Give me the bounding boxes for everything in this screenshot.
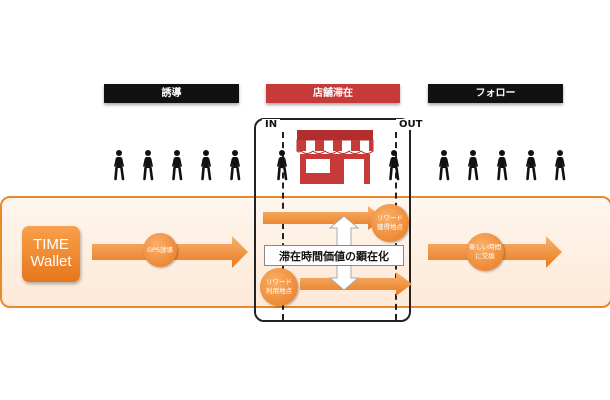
person-icon: [229, 148, 241, 181]
gps-circle: GPS誘導: [143, 233, 177, 267]
exchange-circle: 楽しい時間 に交換: [466, 233, 504, 271]
person-icon: [554, 148, 566, 181]
person-icon: [388, 148, 400, 181]
out-label: OUT: [396, 119, 426, 130]
person-icon: [525, 148, 537, 181]
logo-line1: TIME: [33, 236, 69, 253]
logo-line2: Wallet: [30, 253, 72, 270]
value-box: 滞在時間価値の顕在化: [264, 245, 404, 266]
person-icon: [142, 148, 154, 181]
lower-arrow: [300, 272, 412, 296]
stage-guide-label: 誘導: [104, 84, 239, 103]
reward-use-circle: リワード 利用地点: [260, 268, 298, 306]
store-frame: [254, 118, 411, 322]
person-icon: [496, 148, 508, 181]
in-dashed-line: [282, 132, 284, 320]
stage-stay-label: 店舗滞在: [266, 84, 400, 103]
exchange-label: 楽しい時間 に交換: [468, 243, 502, 260]
reward-earn-circle: リワード 獲得地点: [371, 204, 409, 242]
time-wallet-logo: TIME Wallet: [22, 226, 80, 282]
in-label: IN: [262, 119, 281, 130]
person-icon: [200, 148, 212, 181]
upper-arrow: [263, 206, 384, 230]
stage-follow-label: フォロー: [428, 84, 563, 103]
person-icon: [113, 148, 125, 181]
reward-use-label: リワード 利用地点: [266, 278, 292, 295]
person-icon: [467, 148, 479, 181]
person-icon: [171, 148, 183, 181]
gps-label: GPS誘導: [146, 245, 174, 254]
person-icon: [276, 148, 288, 181]
person-icon: [438, 148, 450, 181]
reward-earn-label: リワード 獲得地点: [377, 214, 403, 231]
store-icon: [296, 130, 374, 184]
